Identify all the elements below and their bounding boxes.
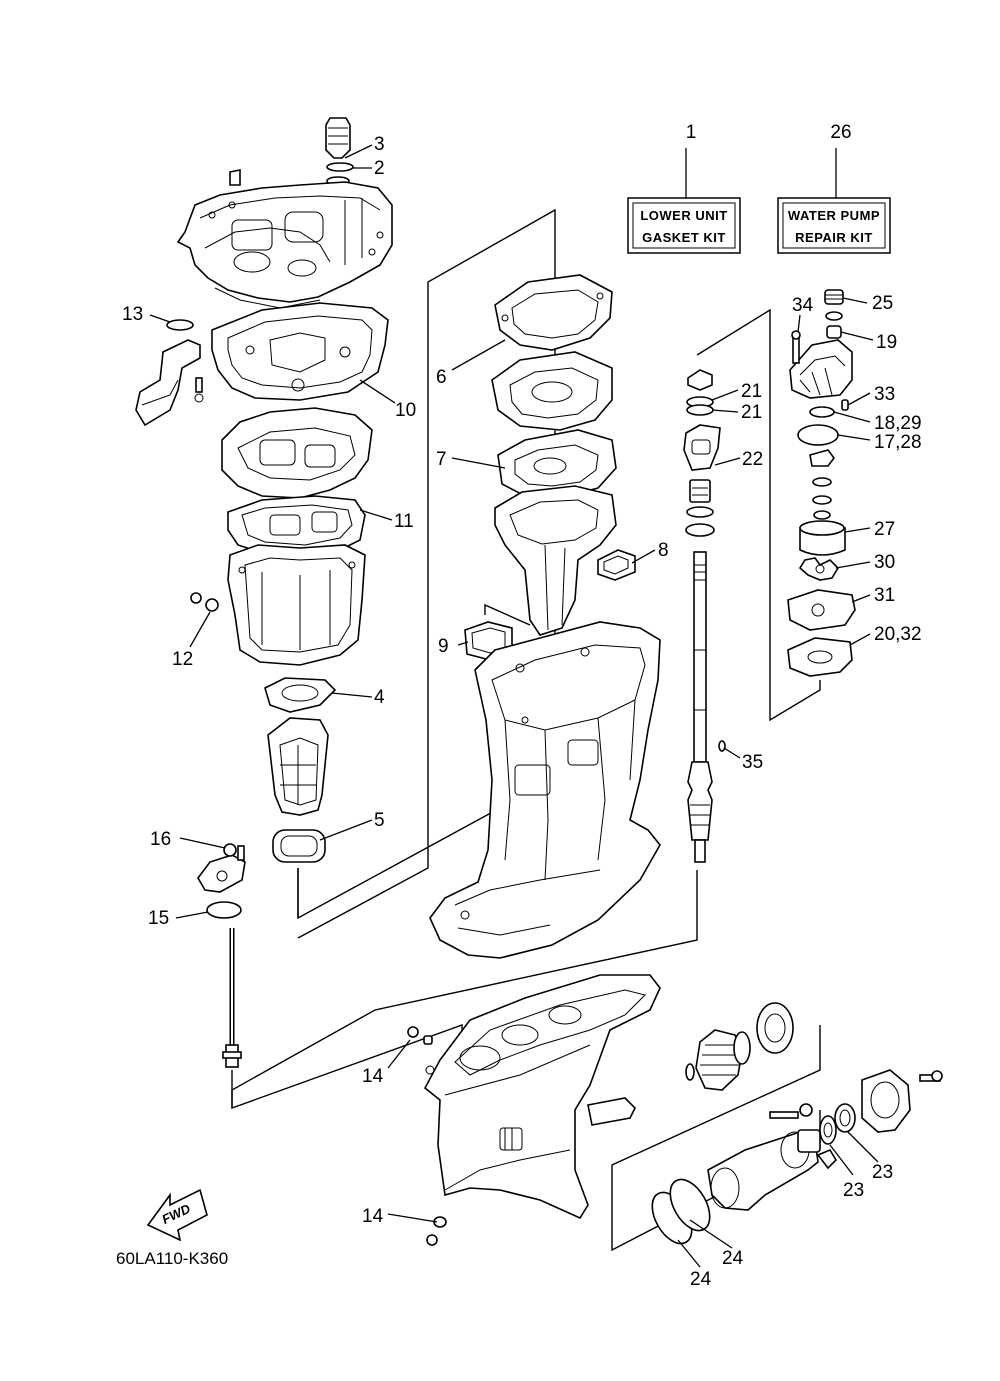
- part-mid-casing: [221, 407, 373, 499]
- ref-number-23a: 23: [872, 1162, 893, 1183]
- ref-number-31: 31: [874, 585, 895, 606]
- part-shift-rod: [222, 928, 242, 1068]
- ref-number-5: 5: [374, 810, 385, 831]
- part-16-bracket: [197, 843, 246, 893]
- ref-number-9: 9: [438, 636, 449, 657]
- ref-number-4: 4: [374, 687, 385, 708]
- part-14-screw-top: [407, 1026, 433, 1045]
- part-upper-casing: [176, 169, 393, 309]
- part-10-gasket: [211, 302, 389, 401]
- kit-label-line1: LOWER UNIT: [640, 208, 727, 223]
- ref-number-26: 26: [830, 122, 851, 143]
- part-lower-housing: [227, 544, 366, 666]
- ref-number-33: 33: [874, 384, 895, 405]
- part-plate-gasket: [491, 351, 613, 431]
- ref-number-35: 35: [742, 752, 763, 773]
- kit-label-line2: GASKET KIT: [642, 230, 726, 245]
- part-upper-case: [494, 485, 617, 636]
- ref-number-18-29: 18,29: [874, 413, 922, 434]
- ref-number-27: 27: [874, 519, 895, 540]
- part-3-plug: [325, 117, 351, 159]
- ref-number-10: 10: [395, 400, 416, 421]
- part-water-pump-stack: [787, 289, 856, 677]
- ref-number-12: 12: [172, 649, 193, 670]
- ref-number-25: 25: [872, 293, 893, 314]
- part-6-gasket: [494, 274, 613, 351]
- kit-box-lower-unit-gasket: LOWER UNIT GASKET KIT 1: [627, 122, 741, 254]
- ref-number-22: 22: [742, 449, 763, 470]
- ref-number-1: 1: [686, 122, 697, 143]
- ref-number-16: 16: [150, 829, 171, 850]
- kit-box-water-pump-repair: WATER PUMP REPAIR KIT 26: [777, 122, 891, 254]
- part-4-gasket: [264, 677, 337, 713]
- ref-number-21b: 21: [741, 402, 762, 423]
- ref-number-7: 7: [436, 449, 447, 470]
- ref-number-13: 13: [122, 304, 143, 325]
- part-12-bolt: [190, 592, 219, 612]
- part-7-gasket: [497, 429, 617, 499]
- ref-number-8: 8: [658, 540, 669, 561]
- fwd-arrow-icon: FWD: [146, 1188, 208, 1242]
- group-bracket-lines: [231, 208, 821, 1252]
- part-drive-shaft-stack: [683, 369, 726, 863]
- part-number-labels: 3 2 13 10 11 12 4 5 16 15 6 7 8 9 21 21 …: [122, 134, 922, 1290]
- part-5-seal: [272, 829, 326, 863]
- ref-number-21a: 21: [741, 381, 762, 402]
- ref-number-23b: 23: [843, 1180, 864, 1201]
- part-propeller-shaft-group: [651, 1002, 943, 1245]
- kit-label-line1: WATER PUMP: [788, 208, 880, 223]
- ref-number-34: 34: [792, 295, 814, 316]
- ref-number-3: 3: [374, 134, 385, 155]
- ref-number-20-32: 20,32: [874, 624, 922, 645]
- ref-number-2: 2: [374, 158, 385, 179]
- diagram-code: 60LA110-K360: [116, 1249, 228, 1268]
- ref-number-14b: 14: [362, 1206, 384, 1227]
- ref-number-24a: 24: [722, 1248, 744, 1269]
- part-gear-case: [423, 974, 661, 1220]
- ref-number-17-28: 17,28: [874, 432, 922, 453]
- part-8-mount: [597, 549, 636, 581]
- part-2-o-ring: [326, 162, 354, 172]
- part-exhaust-housing: [429, 621, 661, 959]
- kit-label-line2: REPAIR KIT: [795, 230, 873, 245]
- ref-number-15: 15: [148, 908, 169, 929]
- ref-number-6: 6: [436, 367, 447, 388]
- ref-number-30: 30: [874, 552, 895, 573]
- ref-number-24b: 24: [690, 1269, 712, 1290]
- part-exhaust-tube: [267, 717, 329, 816]
- part-11-gasket: [227, 495, 366, 556]
- leader-lines: [149, 144, 879, 1268]
- part-15-o-ring: [206, 901, 242, 919]
- ref-number-19: 19: [876, 332, 897, 353]
- ref-number-11: 11: [394, 511, 414, 532]
- part-13-bracket: [135, 319, 204, 427]
- ref-number-14a: 14: [362, 1066, 384, 1087]
